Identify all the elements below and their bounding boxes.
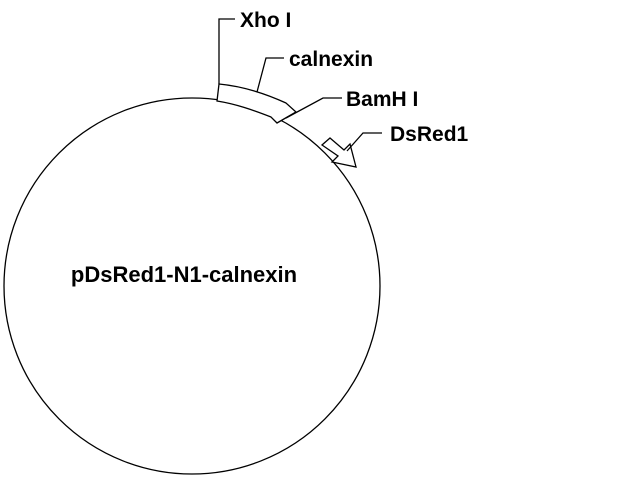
dsred1-leader-line	[346, 132, 382, 152]
xho-label: Xho I	[240, 9, 291, 32]
plasmid-name: pDsRed1-N1-calnexin	[71, 262, 297, 287]
calnexin-leader-line	[256, 57, 284, 93]
bamh-leader-line	[285, 97, 342, 119]
calnexin-insert-arrow	[216, 83, 298, 124]
bamh-label: BamH I	[346, 88, 418, 111]
plasmid-backbone	[3, 97, 381, 475]
calnexin-label: calnexin	[289, 48, 373, 71]
dsred1-label: DsRed1	[390, 123, 469, 146]
dsred1-arrow	[320, 137, 357, 168]
xho-leader-line	[218, 18, 235, 84]
